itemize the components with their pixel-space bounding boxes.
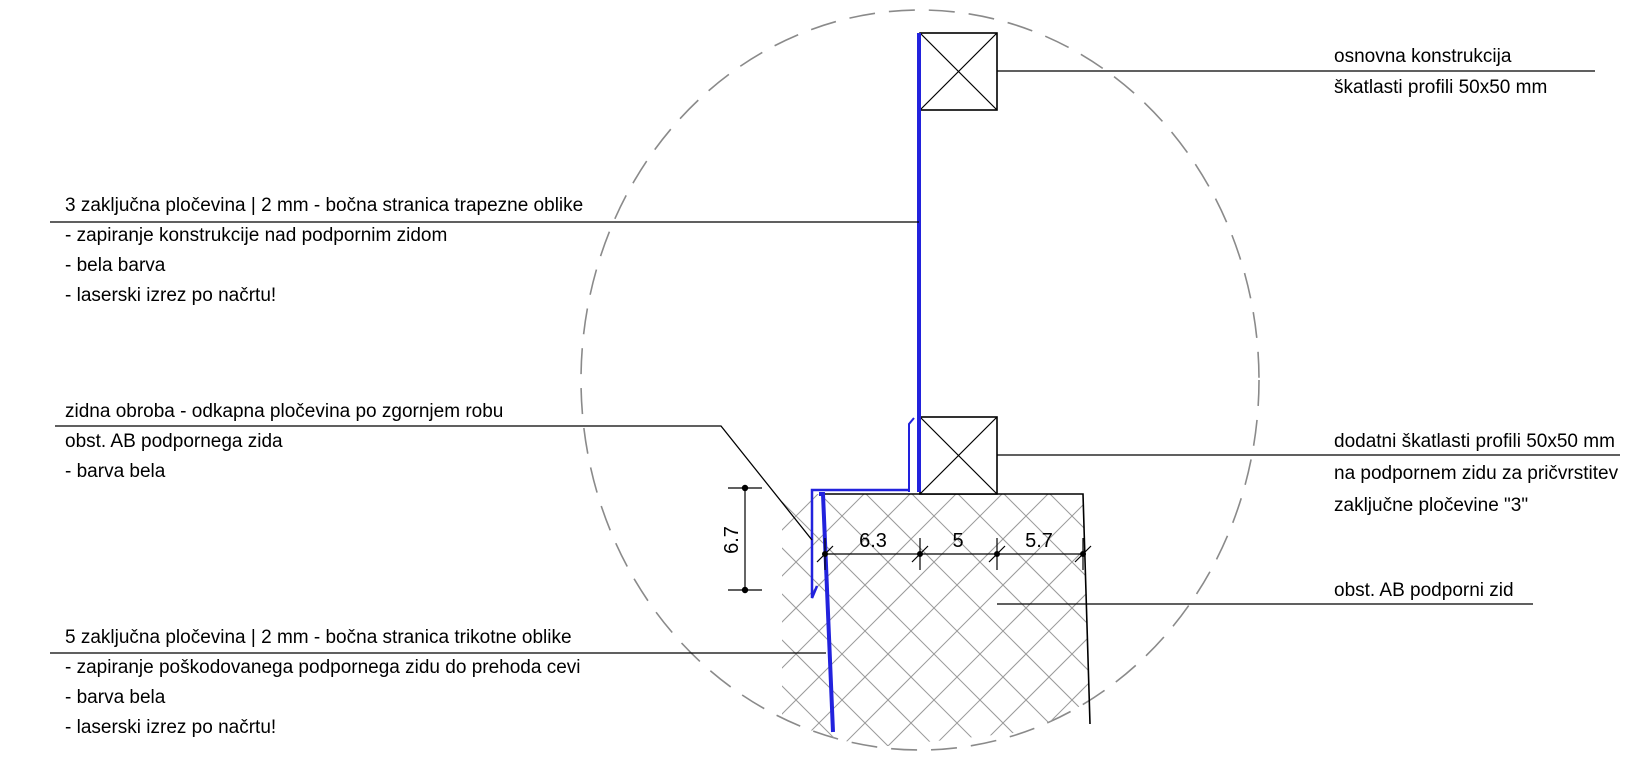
hatch-line (382, 470, 702, 763)
label-sheet3-line-2: - zapiranje konstrukcije nad podpornim z… (65, 225, 447, 246)
hatch-line (336, 470, 656, 763)
label-sheet3-line-4: - laserski izrez po načrtu! (65, 285, 276, 306)
hatch-line (782, 494, 795, 750)
hatch-line (981, 494, 1090, 750)
label-sheet3-line-1: 3 zaključna pločevina | 2 mm - bočna str… (65, 195, 583, 216)
hatch-line (782, 494, 935, 750)
hatch-line (935, 494, 1090, 750)
hatch-line (430, 470, 750, 763)
dimension-horizontal (816, 538, 1092, 570)
wall-outline (820, 493, 1091, 725)
label-sheet5-line-2: - zapiranje poškodovanega podpornega zid… (65, 657, 581, 678)
label-extra-line-3: zaključne pločevine "3" (1334, 495, 1528, 516)
label-sheet5-line-1: 5 zaključna pločevina | 2 mm - bočna str… (65, 627, 572, 648)
hatch-line (1025, 494, 1090, 750)
dim-segment-1: 6.3 (859, 530, 887, 552)
hatch-line (0, 470, 60, 763)
hatch-line (1624, 470, 1635, 763)
dim-segment-2: 5 (952, 530, 963, 552)
label-extra-line-2: na podpornem zidu za pričvrstitev (1334, 463, 1619, 484)
label-flashing-line-3: - barva bela (65, 461, 166, 482)
closing-sheet-5 (819, 492, 835, 733)
label-flashing-line-2: obst. AB podpornega zida (65, 431, 283, 452)
box-profile-bottom (919, 416, 998, 495)
hatch-line (797, 494, 1090, 750)
detail-circle (580, 9, 1260, 751)
leader-flashing (55, 425, 813, 541)
hatch-line (428, 470, 748, 763)
hatch-line (782, 494, 979, 750)
label-extra-profiles: dodatni škatlasti profili 50x50 mm na po… (1334, 431, 1619, 516)
hatch-line (338, 470, 658, 763)
hatch-line (1027, 494, 1090, 750)
label-sheet5: 5 zaključna pločevina | 2 mm - bočna str… (65, 627, 581, 738)
hatch-line (843, 494, 1090, 750)
hatch-line (244, 470, 564, 763)
hatch-line (290, 470, 610, 763)
hatch-line (841, 494, 1090, 750)
wall-flashing (810, 488, 909, 599)
box-profile-top (919, 32, 998, 111)
hatch-line (782, 494, 981, 750)
label-sheet5-line-4: - laserski izrez po načrtu! (65, 717, 276, 738)
label-extra-line-1: dodatni škatlasti profili 50x50 mm (1334, 431, 1615, 452)
dim-segment-3: 5.7 (1025, 530, 1053, 552)
hatch-line (933, 494, 1090, 750)
leader-lines (50, 70, 1620, 654)
label-flashing: zidna obroba - odkapna pločevina po zgor… (65, 401, 503, 482)
label-wall: obst. AB podporni zid (1334, 580, 1514, 601)
bent-fold (908, 417, 915, 492)
hatch-line (782, 494, 933, 750)
hatch-line (887, 494, 1090, 750)
hatch-line (292, 470, 612, 763)
hatch-line (782, 494, 889, 750)
hatch-line (782, 494, 843, 750)
hatch-line (384, 470, 704, 763)
hatch-line (1532, 470, 1635, 763)
label-structure-line-1: osnovna konstrukcija (1334, 46, 1512, 67)
hatch-line (246, 470, 566, 763)
hatch-line (782, 494, 887, 750)
dim-wall-height: 6.7 (721, 526, 743, 554)
hatch-line (782, 494, 797, 750)
hatch-line (979, 494, 1090, 750)
hatch-line (889, 494, 1090, 750)
label-sheet3: 3 zaključna pločevina | 2 mm - bočna str… (65, 195, 583, 306)
label-structure-line-2: škatlasti profili 50x50 mm (1334, 77, 1547, 98)
hatch-line (782, 494, 1027, 750)
label-structure: osnovna konstrukcija škatlasti profili 5… (1334, 46, 1547, 98)
label-flashing-line-1: zidna obroba - odkapna pločevina po zgor… (65, 401, 503, 422)
dimension-vertical (728, 484, 762, 594)
label-sheet3-line-3: - bela barva (65, 255, 166, 276)
label-sheet5-line-3: - barva bela (65, 687, 166, 708)
sheet-metal (810, 33, 921, 733)
hatch-line (782, 494, 1025, 750)
hatch-line (1578, 470, 1635, 763)
hatch-line (1534, 470, 1635, 763)
